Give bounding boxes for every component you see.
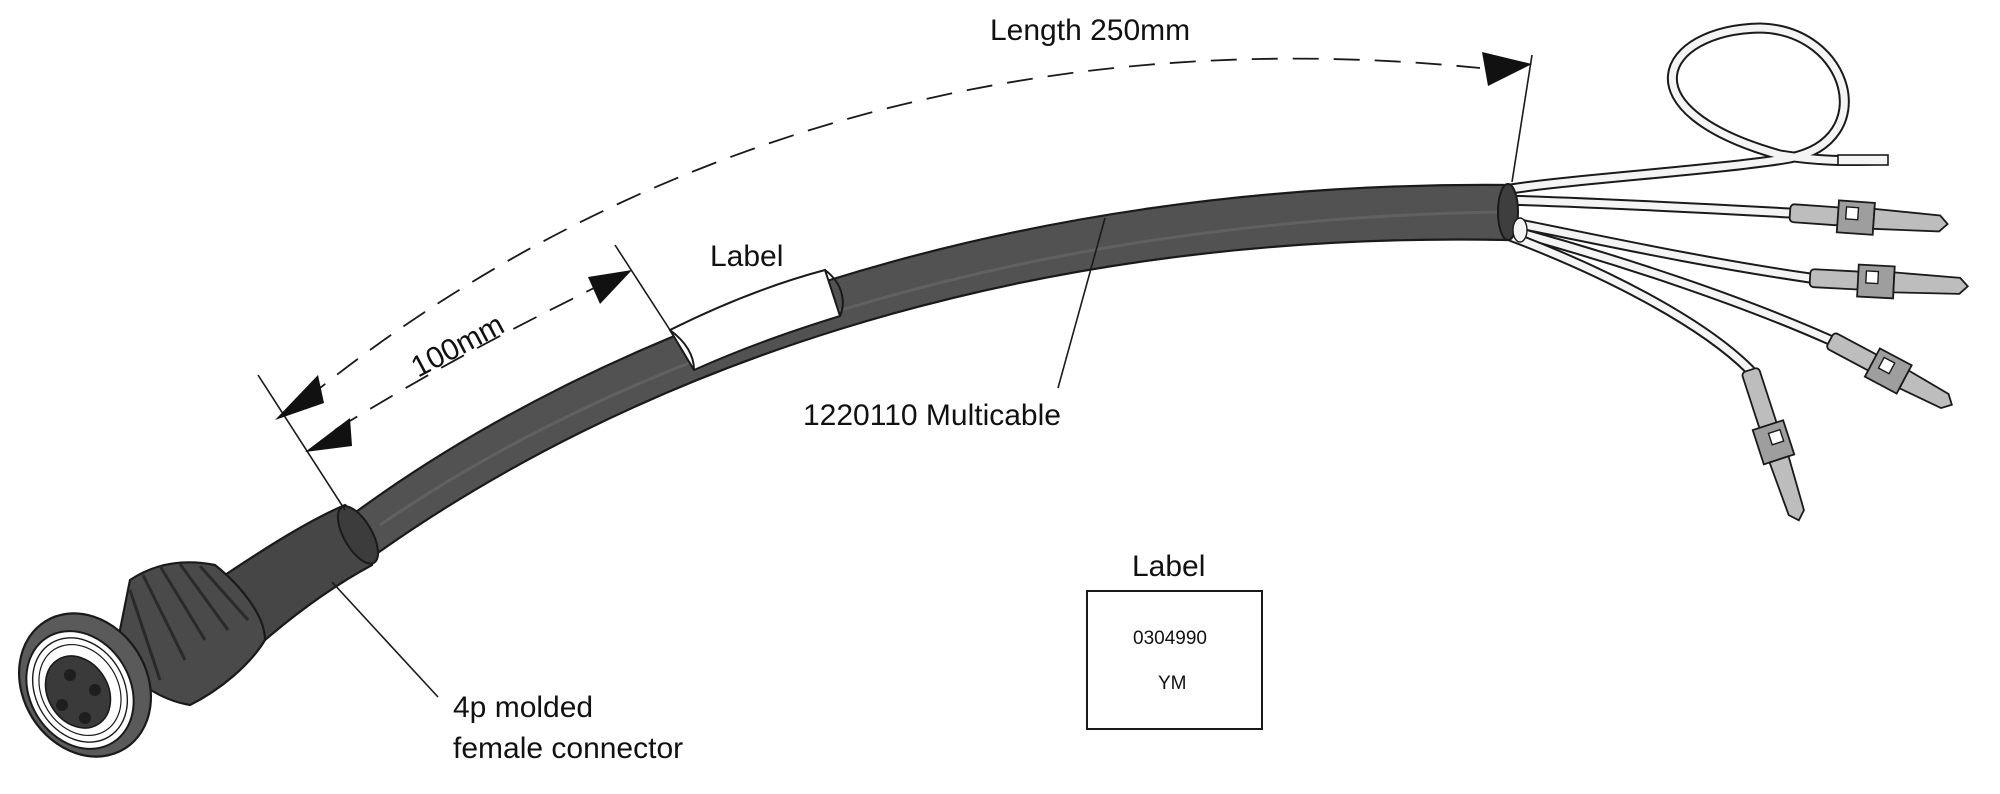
arrow-head	[1482, 52, 1532, 86]
length-dimension-label: Length 250mm	[990, 14, 1190, 47]
dimension-arc-250	[304, 57, 1481, 401]
wire-loop	[1499, 22, 1889, 196]
label-detail-title: Label	[1132, 550, 1205, 583]
arrow-head	[275, 375, 324, 420]
leader-connector	[331, 581, 439, 698]
arrow-head	[588, 270, 632, 304]
wire-2	[1504, 216, 1816, 284]
leader-cable	[1057, 217, 1106, 389]
offset-dimension-label: 100mm	[406, 308, 510, 384]
extension-line-label	[614, 244, 671, 331]
pin-socket	[89, 684, 101, 696]
crimp-terminal-4	[1741, 367, 1805, 522]
connector-description-line1: 4p molded	[453, 691, 593, 724]
label-detail-box	[1086, 590, 1263, 730]
wire-3	[1504, 224, 1836, 346]
pin-socket	[79, 712, 91, 724]
pin-socket	[56, 699, 68, 711]
arrow-head	[305, 418, 352, 452]
label-mark: YM	[1158, 673, 1187, 694]
crimp-terminal-3	[1826, 332, 1953, 410]
extension-line-cable-end	[1511, 54, 1533, 183]
extension-line-connector	[257, 374, 346, 511]
label-detail: Label 0304990 YM	[1086, 550, 1263, 730]
wire-1	[1499, 194, 1796, 219]
molded-female-connector	[17, 503, 380, 758]
pin-socket	[64, 669, 76, 681]
label-code: 0304990	[1133, 628, 1207, 649]
multicable	[343, 183, 1512, 559]
wire-4	[1504, 230, 1756, 376]
cable-part-number: 1220110 Multicable	[803, 399, 1061, 432]
dimension-line-100	[334, 284, 601, 431]
cable-label-callout: Label	[710, 240, 783, 273]
connector-description-line2: female connector	[453, 732, 683, 765]
crimp-terminal-1	[1788, 199, 1949, 236]
crimp-terminal-2	[1808, 263, 1970, 300]
wire-bundle	[1499, 22, 1889, 376]
